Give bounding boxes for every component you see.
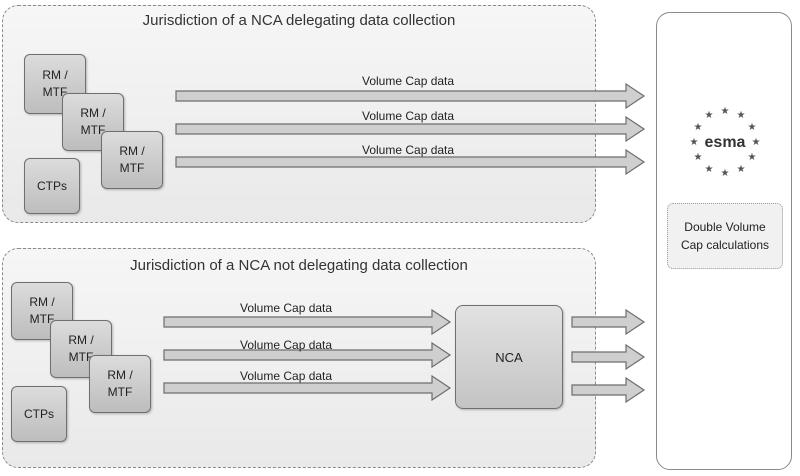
flow-label: Volume Cap data	[362, 109, 455, 123]
delegating-region-title: Jurisdiction of a NCA delegating data co…	[142, 12, 456, 29]
svg-text:★: ★	[748, 152, 757, 163]
flow-label: Volume Cap data	[240, 338, 333, 352]
svg-text:★: ★	[690, 137, 699, 148]
svg-text:★: ★	[705, 110, 714, 121]
svg-text:★: ★	[752, 137, 761, 148]
esma-panel: ★ ★ ★ ★ ★ ★ ★ ★ ★ ★ ★ ★ esma Double Volu…	[656, 12, 792, 470]
svg-text:★: ★	[694, 122, 703, 133]
flow-label: Volume Cap data	[240, 301, 333, 315]
non-delegating-region-title: Jurisdiction of a NCA not delegating dat…	[130, 257, 468, 274]
nca-box: NCA	[455, 305, 563, 409]
nca-label: NCA	[495, 349, 523, 365]
svg-text:★: ★	[737, 110, 746, 121]
flow-arrow	[163, 374, 452, 402]
flow-label: Volume Cap data	[362, 74, 455, 88]
svg-text:★: ★	[694, 152, 703, 163]
ctps-box: CTPs	[11, 386, 67, 442]
esma-logo: ★ ★ ★ ★ ★ ★ ★ ★ ★ ★ ★ ★ esma	[690, 106, 761, 179]
flow-label: Volume Cap data	[240, 369, 333, 383]
svg-text:★: ★	[721, 168, 730, 179]
esma-logo-text: esma	[705, 134, 746, 151]
nca-to-esma-arrow	[571, 308, 646, 336]
dvc-label-line2: Cap calculations	[680, 238, 770, 252]
nca-to-esma-arrow	[571, 376, 646, 404]
flow-label: Volume Cap data	[362, 143, 455, 157]
flow-arrow	[163, 341, 452, 369]
svg-text:★: ★	[721, 106, 730, 117]
flow-arrow	[175, 148, 646, 176]
ctps-box: CTPs	[24, 158, 80, 214]
svg-text:★: ★	[705, 164, 714, 175]
flow-arrow	[175, 115, 646, 143]
flow-arrow	[175, 82, 646, 110]
rm-mtf-box: RM /MTF	[101, 131, 163, 189]
svg-text:★: ★	[737, 164, 746, 175]
dvc-label-line1: Double Volume	[684, 220, 766, 234]
double-volume-cap-box: Double Volume Cap calculations	[667, 203, 783, 269]
nca-to-esma-arrow	[571, 343, 646, 371]
flow-arrow	[163, 308, 452, 336]
rm-mtf-box: RM /MTF	[89, 355, 151, 413]
svg-text:★: ★	[748, 122, 757, 133]
